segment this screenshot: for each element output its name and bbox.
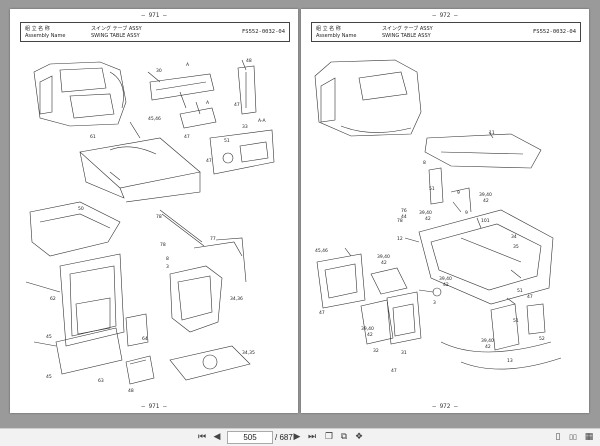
- svg-text:42: 42: [485, 344, 491, 350]
- svg-text:39,40: 39,40: [361, 326, 374, 332]
- svg-text:47: 47: [319, 310, 325, 316]
- assembly-name-jp-label: 組 立 名 称: [316, 26, 341, 32]
- svg-text:77: 77: [210, 236, 216, 242]
- svg-text:76: 76: [401, 208, 407, 214]
- svg-text:9: 9: [457, 190, 460, 196]
- assembly-header: 組 立 名 称 スイング テーブ ASSY Assembly Name SWING …: [20, 22, 290, 42]
- svg-text:52: 52: [539, 336, 545, 342]
- assembly-title-jp: スイング テーブ ASSY: [382, 26, 433, 32]
- svg-text:8: 8: [423, 160, 426, 166]
- svg-text:39,40: 39,40: [479, 192, 492, 198]
- svg-text:45: 45: [46, 374, 52, 380]
- svg-text:62: 62: [50, 296, 56, 302]
- parts-diagram-right: 11 8 51 9 39,40 42 76 44 78 39,40 42 9 1…: [314, 59, 562, 374]
- svg-text:34,36: 34,36: [230, 296, 243, 302]
- part-code: FS552-0032-04: [241, 29, 285, 35]
- svg-text:34,35: 34,35: [242, 350, 255, 356]
- prev-page-icon[interactable]: ◀: [213, 432, 221, 442]
- assembly-title-en: SWING TABLE ASSY: [91, 33, 140, 39]
- duplicate-icon[interactable]: ⧉: [340, 432, 348, 442]
- svg-text:44: 44: [401, 214, 407, 220]
- svg-text:47: 47: [184, 134, 190, 140]
- parts-diagram-left: 30 A A 48 47 45,46 A-A 61 33 51 47 47 78…: [25, 58, 275, 394]
- svg-text:51: 51: [429, 186, 435, 192]
- svg-text:39,40: 39,40: [419, 210, 432, 216]
- svg-text:48: 48: [246, 58, 252, 64]
- page-number-top: — 971 —: [141, 12, 167, 19]
- svg-text:64: 64: [142, 336, 148, 342]
- viewer-toolbar: ⏮ ◀ 505 / 687 ▶ ⏭ ❐ ⧉ ❖ ▯ ▯▯ ▦: [0, 428, 600, 446]
- svg-text:51: 51: [224, 138, 230, 144]
- svg-text:42: 42: [381, 260, 387, 266]
- first-page-icon[interactable]: ⏮: [197, 432, 207, 442]
- svg-text:35: 35: [513, 244, 519, 250]
- svg-text:32: 32: [373, 348, 379, 354]
- next-page-icon[interactable]: ▶: [293, 432, 301, 442]
- last-page-icon[interactable]: ⏭: [307, 432, 317, 442]
- page-number-top: — 972 —: [432, 12, 458, 19]
- assembly-name-en-label: Assembly Name: [316, 33, 357, 39]
- document-page-left: — 971 — 組 立 名 称 スイング テーブ ASSY Assembly Na…: [10, 9, 298, 413]
- svg-text:42: 42: [425, 216, 431, 222]
- callout-numbers: 11 8 51 9 39,40 42 76 44 78 39,40 42 9 1…: [315, 130, 545, 374]
- page-number-input[interactable]: 505: [227, 431, 273, 444]
- svg-text:42: 42: [483, 198, 489, 204]
- assembly-name-en-label: Assembly Name: [25, 33, 66, 39]
- svg-text:45,46: 45,46: [315, 248, 328, 254]
- bookmark-icon[interactable]: ❖: [354, 432, 364, 442]
- svg-text:47: 47: [391, 368, 397, 374]
- svg-text:47: 47: [206, 158, 212, 164]
- svg-text:63: 63: [98, 378, 104, 384]
- svg-text:47: 47: [527, 294, 533, 300]
- svg-text:A: A: [206, 100, 210, 106]
- svg-text:11: 11: [489, 130, 495, 136]
- document-page-right: — 972 — 組 立 名 称 スイング テーブ ASSY Assembly Na…: [301, 9, 589, 413]
- svg-text:47: 47: [234, 102, 240, 108]
- svg-text:51: 51: [513, 318, 519, 324]
- svg-text:3: 3: [166, 264, 169, 270]
- page-number-bottom: — 971 —: [141, 403, 167, 410]
- svg-text:51: 51: [517, 288, 523, 294]
- two-page-view-icon[interactable]: ▯▯: [569, 433, 577, 441]
- callout-numbers: 30 A A 48 47 45,46 A-A 61 33 51 47 47 78…: [46, 58, 267, 394]
- svg-text:33: 33: [242, 124, 248, 130]
- svg-text:101: 101: [481, 218, 490, 224]
- svg-text:30: 30: [156, 68, 162, 74]
- svg-text:31: 31: [401, 350, 407, 356]
- svg-text:34: 34: [511, 234, 517, 240]
- svg-text:42: 42: [443, 282, 449, 288]
- svg-text:13: 13: [507, 358, 513, 364]
- svg-text:12: 12: [397, 236, 403, 242]
- svg-text:45,46: 45,46: [148, 116, 161, 122]
- svg-text:78: 78: [397, 218, 403, 224]
- svg-text:42: 42: [367, 332, 373, 338]
- svg-text:9: 9: [465, 210, 468, 216]
- svg-text:45: 45: [46, 334, 52, 340]
- svg-text:39,40: 39,40: [439, 276, 452, 282]
- svg-text:78: 78: [160, 242, 166, 248]
- assembly-header: 組 立 名 称 スイング テーブ ASSY Assembly Name SWING …: [311, 22, 581, 42]
- svg-text:A-A: A-A: [258, 118, 267, 124]
- svg-text:8: 8: [166, 256, 169, 262]
- assembly-title-jp: スイング テーブ ASSY: [91, 26, 142, 32]
- page-total: / 687: [275, 433, 293, 442]
- svg-text:39,40: 39,40: [377, 254, 390, 260]
- svg-text:39,40: 39,40: [481, 338, 494, 344]
- assembly-name-jp-label: 組 立 名 称: [25, 26, 50, 32]
- single-page-view-icon[interactable]: ▯: [555, 432, 561, 442]
- svg-text:50: 50: [78, 206, 84, 212]
- page-number-bottom: — 972 —: [432, 403, 458, 410]
- svg-text:A: A: [186, 62, 190, 68]
- part-code: FS552-0032-04: [532, 29, 576, 35]
- fit-view-icon[interactable]: ▦: [584, 432, 594, 442]
- assembly-title-en: SWING TABLE ASSY: [382, 33, 431, 39]
- svg-text:48: 48: [128, 388, 134, 394]
- svg-text:3: 3: [433, 300, 436, 306]
- svg-text:78: 78: [156, 214, 162, 220]
- copy-icon[interactable]: ❐: [324, 432, 334, 442]
- svg-text:61: 61: [90, 134, 96, 140]
